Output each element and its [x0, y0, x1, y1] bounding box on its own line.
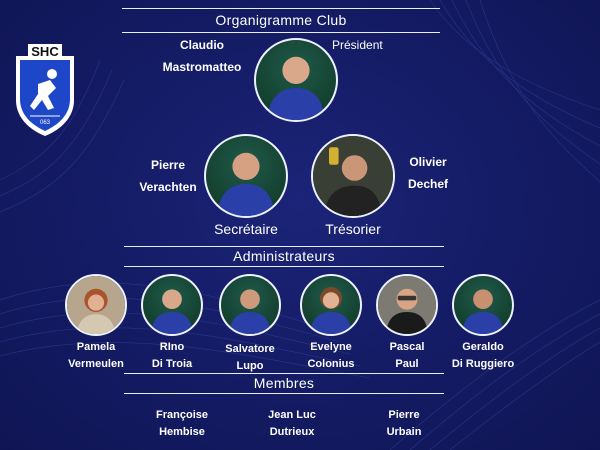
admin-photo-2 [141, 274, 203, 336]
administrateurs-top-rule [124, 246, 444, 247]
person-photo-icon [67, 276, 125, 334]
president-first-name: Claudio [180, 38, 224, 52]
admin-photo-6 [452, 274, 514, 336]
admin-first-name: Pascal [389, 341, 425, 353]
admin-last-name: Lupo [236, 360, 264, 372]
svg-text:063: 063 [40, 120, 51, 126]
section-title-membres: Membres [253, 375, 315, 391]
admin-last-name: Di Ruggiero [451, 358, 515, 370]
president-photo [254, 38, 338, 122]
membres-bottom-rule [124, 393, 444, 394]
secretaire-name: Pierre Verachten [128, 154, 208, 198]
admin-last-name: Colonius [307, 358, 355, 370]
admin-name-4: Evelyne Colonius [291, 339, 371, 373]
member-name-3: Pierre Urbain [364, 407, 444, 441]
admin-first-name: Geraldo [462, 341, 504, 353]
member-first-name: Jean Luc [268, 409, 316, 421]
admin-photo-1 [65, 274, 127, 336]
person-photo-icon [267, 56, 325, 120]
member-last-name: Urbain [386, 426, 422, 438]
admin-name-5: Pascal Paul [367, 339, 447, 373]
section-title-administrateurs: Administrateurs [233, 248, 335, 264]
secretaire-first-name: Pierre [150, 158, 186, 172]
member-last-name: Hembise [159, 426, 205, 438]
organigramme-rule [122, 32, 440, 33]
person-photo-icon [462, 289, 504, 334]
member-last-name: Dutrieux [269, 426, 315, 438]
person-photo-icon [313, 136, 393, 216]
admin-last-name: Di Troia [151, 358, 193, 370]
tresorier-last-name: Dechef [407, 177, 448, 191]
president-role: Président [332, 38, 383, 52]
tresorier-photo [311, 134, 395, 218]
top-rule [122, 8, 440, 9]
admin-last-name: Vermeulen [68, 358, 124, 370]
club-logo-shield-icon: SHC 063 [16, 44, 74, 136]
admin-first-name: RIno [159, 341, 185, 353]
tresorier-role: Trésorier [325, 221, 381, 237]
admin-photo-3 [219, 274, 281, 336]
admin-last-name: Paul [395, 358, 419, 370]
admin-name-3: Salvatore Lupo [210, 341, 290, 375]
member-first-name: Françoise [156, 409, 208, 421]
membres-top-rule [124, 373, 444, 374]
president-last-name: Mastromatteo [162, 60, 242, 74]
tresorier-name: Olivier Dechef [398, 151, 458, 195]
person-photo-icon [378, 276, 436, 334]
person-photo-icon [229, 289, 271, 334]
club-logo: SHC 063 [12, 44, 78, 136]
admin-first-name: Pamela [76, 341, 116, 353]
svg-text:SHC: SHC [31, 44, 59, 59]
admin-photo-5 [376, 274, 438, 336]
person-photo-icon [217, 152, 275, 216]
person-photo-icon [151, 289, 193, 334]
administrateurs-bottom-rule [124, 266, 444, 267]
admin-name-6: Geraldo Di Ruggiero [440, 339, 526, 373]
admin-name-1: Pamela Vermeulen [56, 339, 136, 373]
member-name-2: Jean Luc Dutrieux [252, 407, 332, 441]
secretaire-photo [204, 134, 288, 218]
section-title-organigramme: Organigramme Club [215, 12, 347, 28]
member-first-name: Pierre [388, 409, 420, 421]
admin-name-2: RIno Di Troia [132, 339, 212, 373]
admin-photo-4 [300, 274, 362, 336]
secretaire-role: Secrétaire [214, 221, 278, 237]
member-name-1: Françoise Hembise [142, 407, 222, 441]
tresorier-first-name: Olivier [409, 155, 447, 169]
admin-first-name: Salvatore [225, 343, 275, 355]
president-name: Claudio Mastromatteo [150, 34, 254, 78]
admin-first-name: Evelyne [310, 341, 352, 353]
secretaire-last-name: Verachten [139, 180, 197, 194]
person-photo-icon [310, 287, 352, 334]
